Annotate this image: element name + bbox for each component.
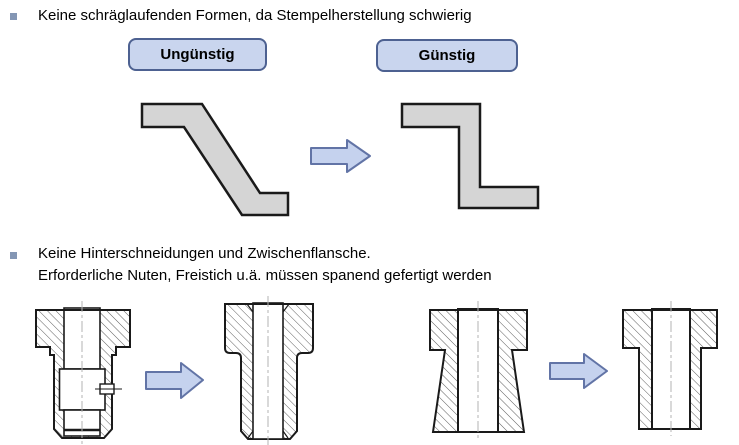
stepped-z-profile	[400, 102, 540, 210]
label-unfavorable: Ungünstig	[128, 38, 267, 71]
arrow-right-icon	[310, 139, 371, 173]
square-bullet-icon	[10, 252, 17, 259]
figure-undercut-after	[224, 296, 314, 445]
figure-undercut-before	[35, 301, 131, 444]
arrow-right-icon	[145, 362, 204, 399]
chamfer	[282, 430, 289, 439]
square-bullet-icon	[10, 13, 17, 20]
label-favorable: Günstig	[376, 39, 518, 72]
figure-punch-unfavorable	[140, 102, 290, 217]
arrow-right-icon	[549, 353, 608, 389]
bullet-line-1: Keine Hinterschneidungen und Zwischenfla…	[38, 245, 371, 262]
figure-punch-favorable	[400, 102, 540, 210]
slanted-z-profile	[140, 102, 290, 217]
figure-flange-before	[429, 301, 528, 438]
chamfer	[246, 303, 254, 313]
chamfer	[247, 430, 254, 439]
bullet-text-undercut: Keine Hinterschneidungen und Zwischenfla…	[38, 243, 492, 287]
bullet-text-punch: Keine schräglaufenden Formen, da Stempel…	[38, 7, 472, 24]
bullet-line-2: Erforderliche Nuten, Freistich u.ä. müss…	[38, 267, 492, 284]
figure-flange-after	[622, 301, 718, 436]
chamfer	[282, 303, 290, 313]
